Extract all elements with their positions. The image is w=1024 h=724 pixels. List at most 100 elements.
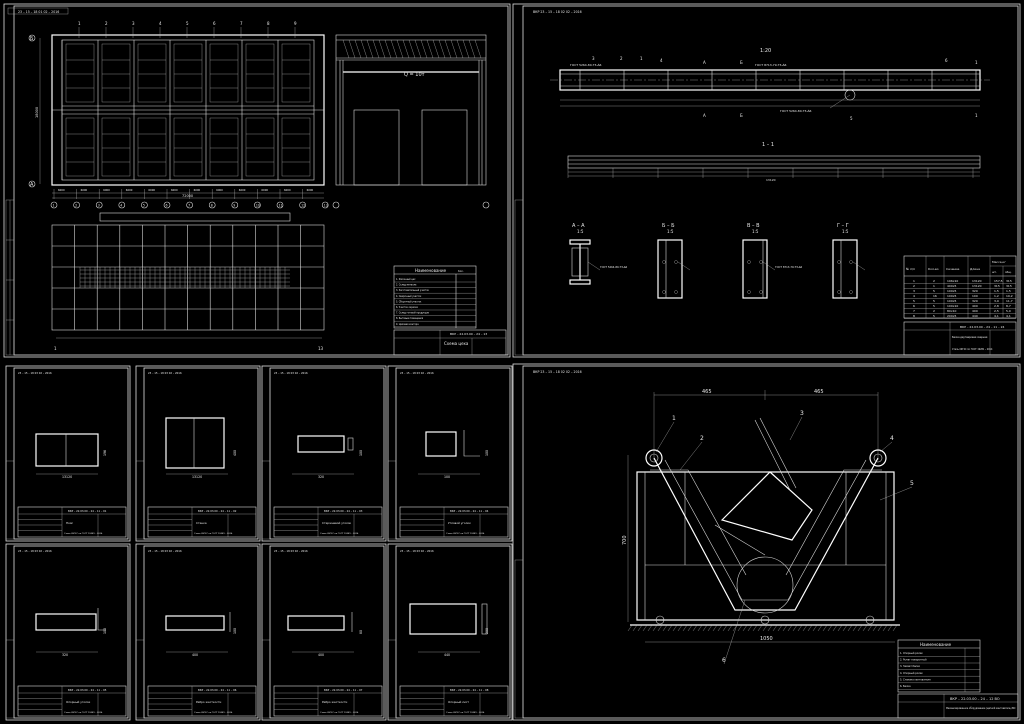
ground-hatch-line xyxy=(802,624,808,632)
detail-part-angle xyxy=(463,430,480,457)
cross-section-4: Г – Г1:5 xyxy=(832,223,866,299)
ground-hatch-line xyxy=(847,624,853,632)
section-mark-1a: 1 xyxy=(975,60,978,65)
detail-dim-1: 13120 xyxy=(192,475,202,479)
section-bolt xyxy=(759,290,763,294)
bay-room xyxy=(137,117,167,177)
detail-stamp-code: ВКР – 22.03.00 – 24 – 11 – 04 xyxy=(450,509,489,513)
detail-part xyxy=(425,431,457,457)
column-axis-marker xyxy=(186,201,193,209)
grid-axis-left: 1 xyxy=(54,346,57,351)
cross-section-title: Г – Г xyxy=(837,223,849,229)
cross-section-scale: 1:5 xyxy=(577,229,584,234)
ground-hatch-line xyxy=(677,624,683,632)
detail-part-name: Опорный лист xyxy=(448,700,469,704)
detail-inner-frame xyxy=(395,545,511,719)
detail-dim-2: 100 xyxy=(359,450,363,456)
ground-hatch-line xyxy=(812,624,818,632)
spec-cell: 400 xyxy=(972,304,978,308)
detail-title-block xyxy=(147,506,257,538)
spec-cell: 1 xyxy=(933,284,935,288)
section-bolt xyxy=(674,290,678,294)
detail-title-block xyxy=(273,506,383,538)
cross-section-scale: 1:5 xyxy=(667,229,674,234)
plan-callout: 2 xyxy=(105,21,108,26)
axis-label-top: Б xyxy=(30,36,34,42)
detail-stamp-code: ВКР – 22.03.00 – 24 – 11 – 07 xyxy=(324,688,363,692)
ground-hatch-line xyxy=(757,624,763,632)
detail-part xyxy=(35,433,99,467)
truss-member xyxy=(390,39,398,59)
detail-title-block xyxy=(17,506,127,538)
ground-hatch-line xyxy=(882,624,888,632)
detail-material: Сталь 09Г2С по ГОСТ 19281 – 2014 xyxy=(194,712,233,714)
section-bolt xyxy=(849,260,853,264)
section-bolt xyxy=(747,290,751,294)
tilter-legend-row: 3. Захват балки xyxy=(900,665,920,668)
truss-member xyxy=(414,39,422,59)
section-leader xyxy=(587,261,601,271)
truss-member xyxy=(366,39,374,59)
workshop-cross-section: Q = 10т xyxy=(332,34,490,209)
spec-cell: 1,2 xyxy=(994,294,999,298)
ground-hatch-line xyxy=(727,624,733,632)
tilter-callout-leader xyxy=(723,599,746,665)
spec-cell: 8,7 xyxy=(1006,304,1011,308)
bay-room xyxy=(281,117,311,177)
legend-row-label: 5. Сборочный участок xyxy=(396,300,422,303)
truss-member xyxy=(402,39,410,59)
column-axis-marker xyxy=(118,201,126,209)
detail-inner-frame xyxy=(143,367,259,540)
column-number: 12 xyxy=(301,204,305,208)
title-block-2-title: Балка двутавровая сварная xyxy=(952,336,988,339)
detail-stamp-code: ВКР – 22.03.00 – 24 – 11 – 05 xyxy=(68,688,107,692)
ground-hatch-line xyxy=(797,624,803,632)
ground-hatch-line xyxy=(672,624,678,632)
beam-section-1-1: 1 – 1 13120 xyxy=(567,142,981,182)
truss-member xyxy=(456,39,464,59)
dim-base: 1050 xyxy=(760,636,773,642)
ground-hatch-line xyxy=(632,624,638,632)
bay-room xyxy=(137,43,167,103)
detail-inner-frame xyxy=(395,367,511,540)
beam-gost-1: ГОСТ 5264-80-Т3-∆6 xyxy=(570,63,602,67)
column-number: 1 xyxy=(53,204,55,208)
detail-part-angle xyxy=(97,608,106,631)
detail-part xyxy=(409,603,477,635)
cross-section-title: Б – Б xyxy=(662,223,675,229)
section-flange xyxy=(569,239,591,245)
spec-cell: 320 xyxy=(972,289,978,293)
section-mark-1b: 1 xyxy=(975,113,978,118)
dim-height: 700 xyxy=(622,535,628,545)
tilter-callout: 3 xyxy=(800,410,804,417)
detail-material: Сталь 09Г2С по ГОСТ 19281 – 2014 xyxy=(320,712,359,714)
ground-hatch-line xyxy=(697,624,703,632)
ground-hatch-line xyxy=(637,624,643,632)
spec-cell: 80х10 xyxy=(947,309,957,313)
tilter-callout: 4 xyxy=(890,435,894,442)
detail-dim-1: 440 xyxy=(444,653,450,657)
detail-inner-frame xyxy=(143,545,259,719)
section-bolt xyxy=(662,260,666,264)
ground-hatch-line xyxy=(792,624,798,632)
ground-hatch-line xyxy=(817,624,823,632)
column-number: 2 xyxy=(75,204,77,208)
column-number: 5 xyxy=(143,204,145,208)
ground-hatch-line xyxy=(707,624,713,632)
section-flange xyxy=(569,279,591,285)
detail-header: 23 – 15 – 18 03 02 – 2016 xyxy=(18,371,52,375)
detail-stamp-code: ВКР – 22.03.00 – 24 – 11 – 06 xyxy=(198,688,237,692)
tilter-legend-row: 6. Балка xyxy=(900,685,911,688)
bay-room xyxy=(101,117,131,177)
detail-title-block xyxy=(147,685,257,717)
ground-hatch-line xyxy=(702,624,708,632)
span-dim: 6000 xyxy=(103,188,110,192)
legend-row-label: 6. Участок окраски xyxy=(396,306,418,309)
truss-member xyxy=(420,39,428,59)
